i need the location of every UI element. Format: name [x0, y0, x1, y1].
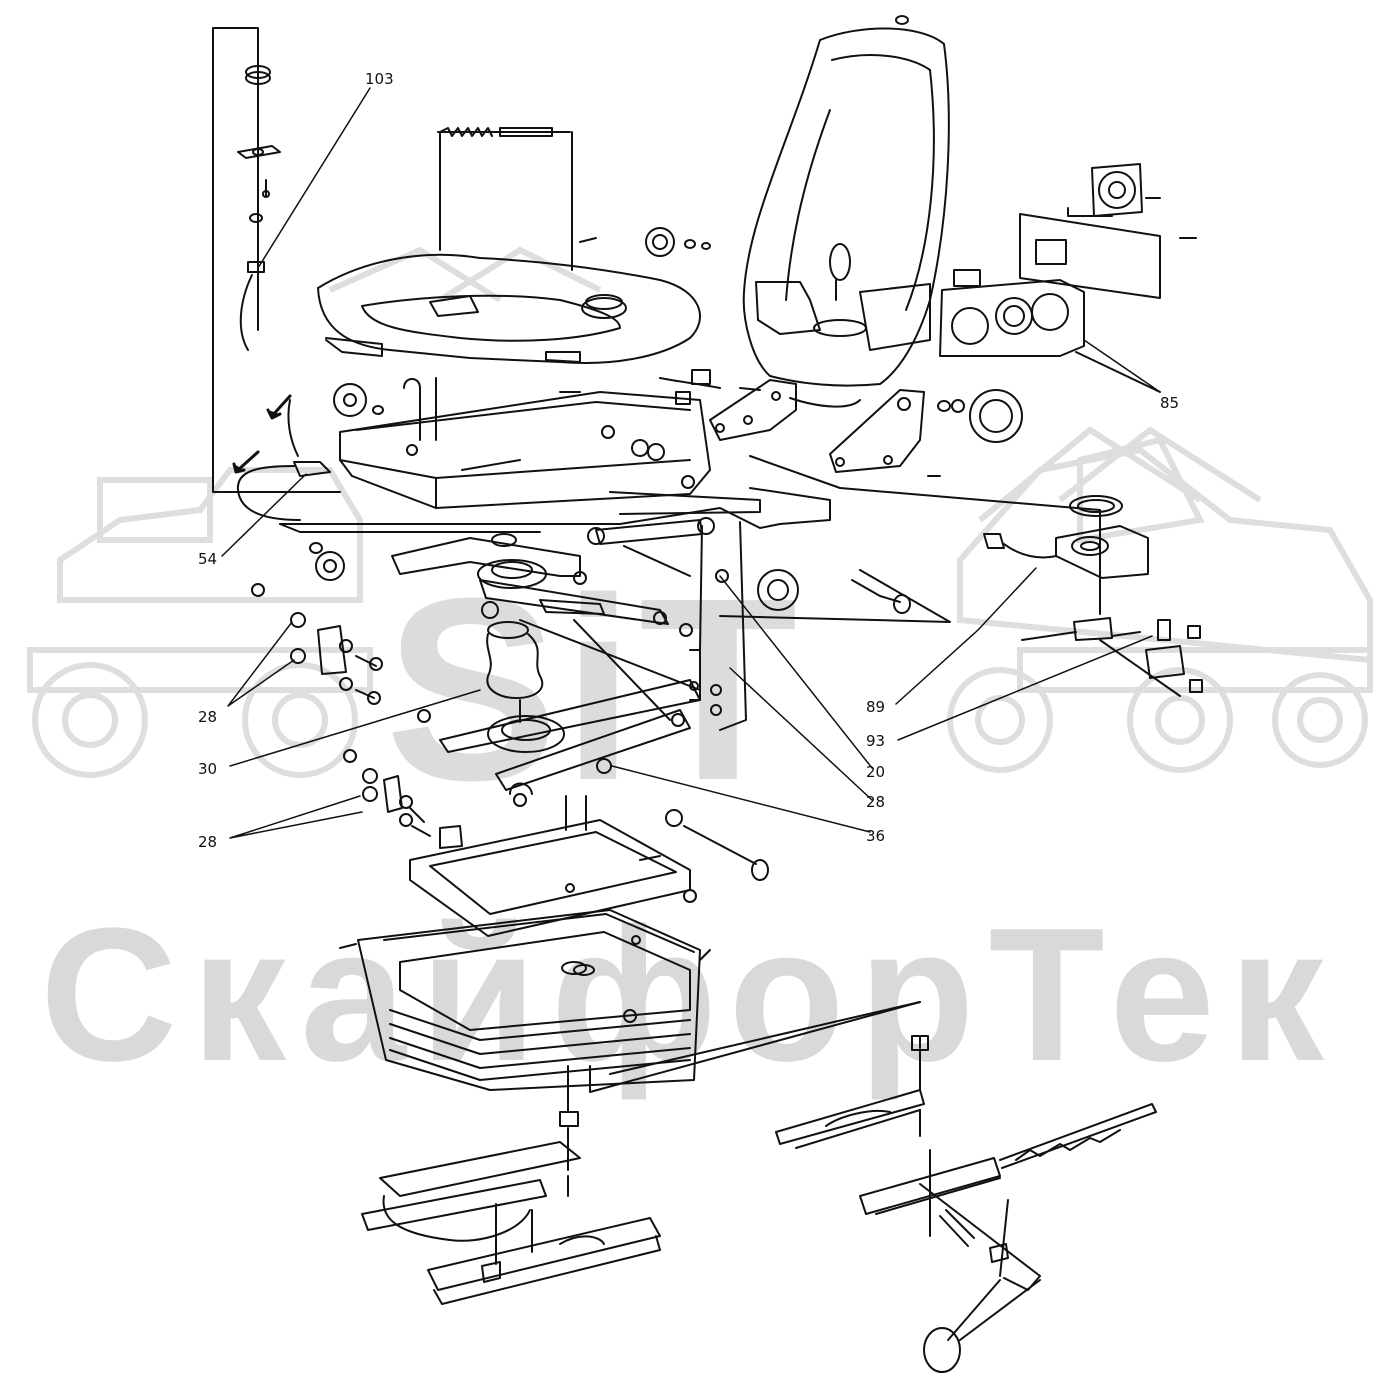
shock-absorber-part: [587, 517, 799, 651]
bolt-set-part: [251, 542, 431, 723]
callout-93: 93: [866, 732, 886, 750]
callout-leader-lines: [221, 87, 1161, 839]
right-slide-rail-part: [775, 1035, 1157, 1373]
lower-bolt-set-part: [343, 713, 769, 881]
direction-arrows: [232, 394, 292, 474]
callout-36: 36: [866, 827, 886, 845]
backrest-bracket-part: [709, 379, 941, 477]
backrest-part: [742, 15, 950, 387]
callout-85: 85: [1160, 394, 1180, 412]
scissor-mechanism-part: [391, 533, 722, 791]
callout-28-lower: 28: [198, 833, 218, 851]
fan-controller-part: [939, 163, 1197, 393]
brand-watermark: СкайфорТек: [40, 889, 1338, 1101]
callout-28-right: 28: [866, 793, 886, 811]
valve-stack-part: [237, 65, 281, 351]
lower-plane-lines: [589, 521, 951, 1093]
callout-54: 54: [198, 550, 218, 568]
seat-frame-part: [333, 377, 711, 509]
left-slide-rail-part: [361, 1065, 661, 1305]
callout-89: 89: [866, 698, 886, 716]
base-frame-part: [409, 782, 697, 937]
switch-module-part: [851, 495, 1203, 697]
cable-connector-part: [236, 369, 861, 521]
callout-20: 20: [866, 763, 886, 781]
callout-28-upper: 28: [198, 708, 218, 726]
air-spring-part: [486, 621, 565, 753]
adjustment-knob-part: [645, 227, 1023, 443]
assembly-bracket-line: [212, 27, 341, 493]
tension-spring-part: [437, 127, 597, 271]
base-pan-part: [339, 909, 711, 1091]
callout-103: 103: [365, 70, 394, 88]
seat-cushion-part: [317, 253, 701, 364]
callout-30: 30: [198, 760, 218, 778]
